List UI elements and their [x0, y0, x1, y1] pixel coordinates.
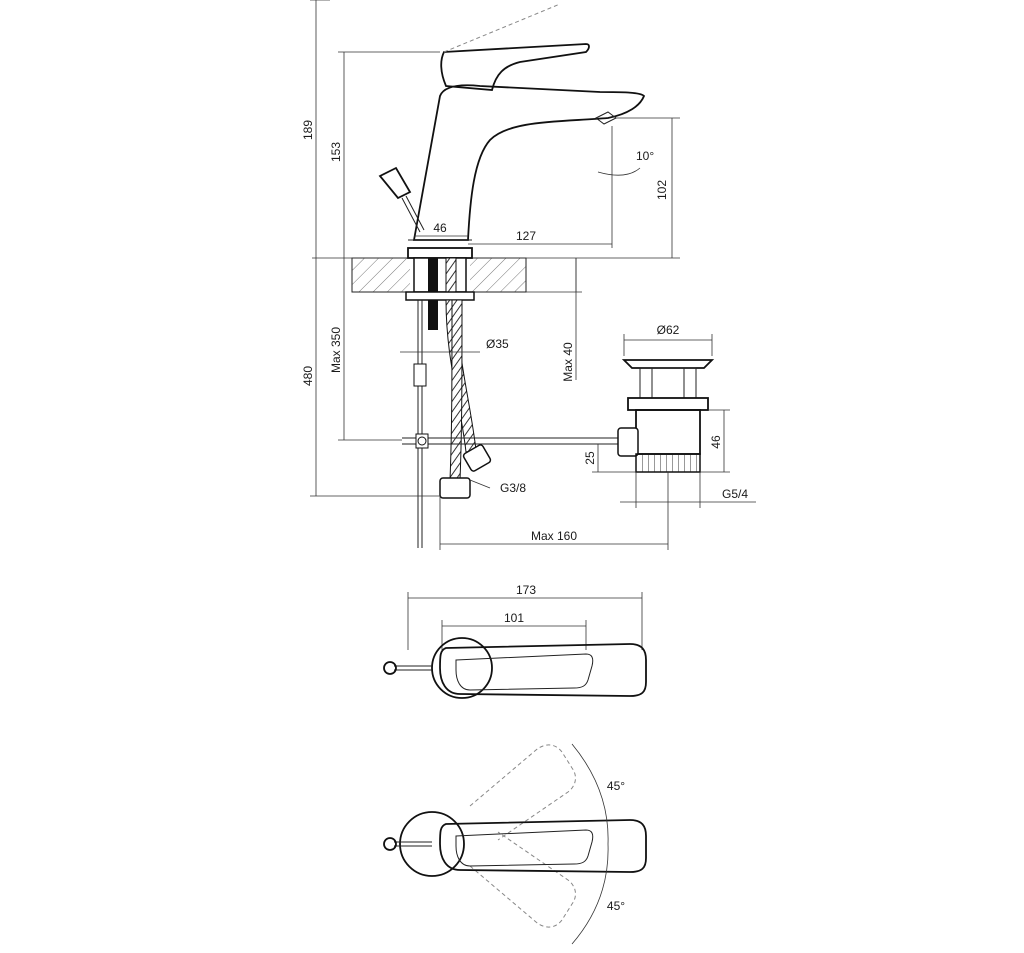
label-mount-depth: 480 — [301, 366, 315, 386]
side-view — [312, 3, 715, 548]
label-base-width: 46 — [433, 221, 447, 235]
waste-valve — [617, 359, 715, 473]
label-total-height: 189 — [301, 120, 315, 140]
dimension-lines — [310, 0, 756, 550]
label-hole-diameter: Ø35 — [486, 337, 509, 351]
label-waste-height: 46 — [709, 435, 723, 449]
mounting-shank — [405, 257, 475, 548]
label-aerator-height: 102 — [655, 180, 669, 200]
label-top-lever-length: 101 — [504, 611, 524, 625]
top-view: 173 101 — [383, 583, 647, 699]
label-max-counter: Max 40 — [561, 342, 575, 382]
supply-hoses — [439, 299, 492, 499]
label-waste-diameter: Ø62 — [657, 323, 680, 337]
label-spout-reach: 127 — [516, 229, 536, 243]
label-max-deck: Max 350 — [329, 327, 343, 373]
dimension-labels: 189 153 102 10° 46 127 480 Max 350 Max 4… — [301, 120, 748, 543]
popup-rod — [378, 166, 425, 233]
linkage-rod — [402, 433, 620, 449]
label-waste-thread: G5/4 — [722, 487, 748, 501]
label-hose-thread: G3/8 — [500, 481, 526, 495]
faucet-body — [407, 3, 646, 259]
label-max-rod: Max 160 — [531, 529, 577, 543]
label-lever-angle-up: 45° — [607, 779, 625, 793]
label-waste-offset: 25 — [583, 451, 597, 465]
label-spout-angle: 10° — [636, 149, 654, 163]
label-top-total-length: 173 — [516, 583, 536, 597]
rotation-view: 45° 45° — [383, 743, 647, 945]
label-lever-angle-down: 45° — [607, 899, 625, 913]
label-spout-height: 153 — [329, 142, 343, 162]
